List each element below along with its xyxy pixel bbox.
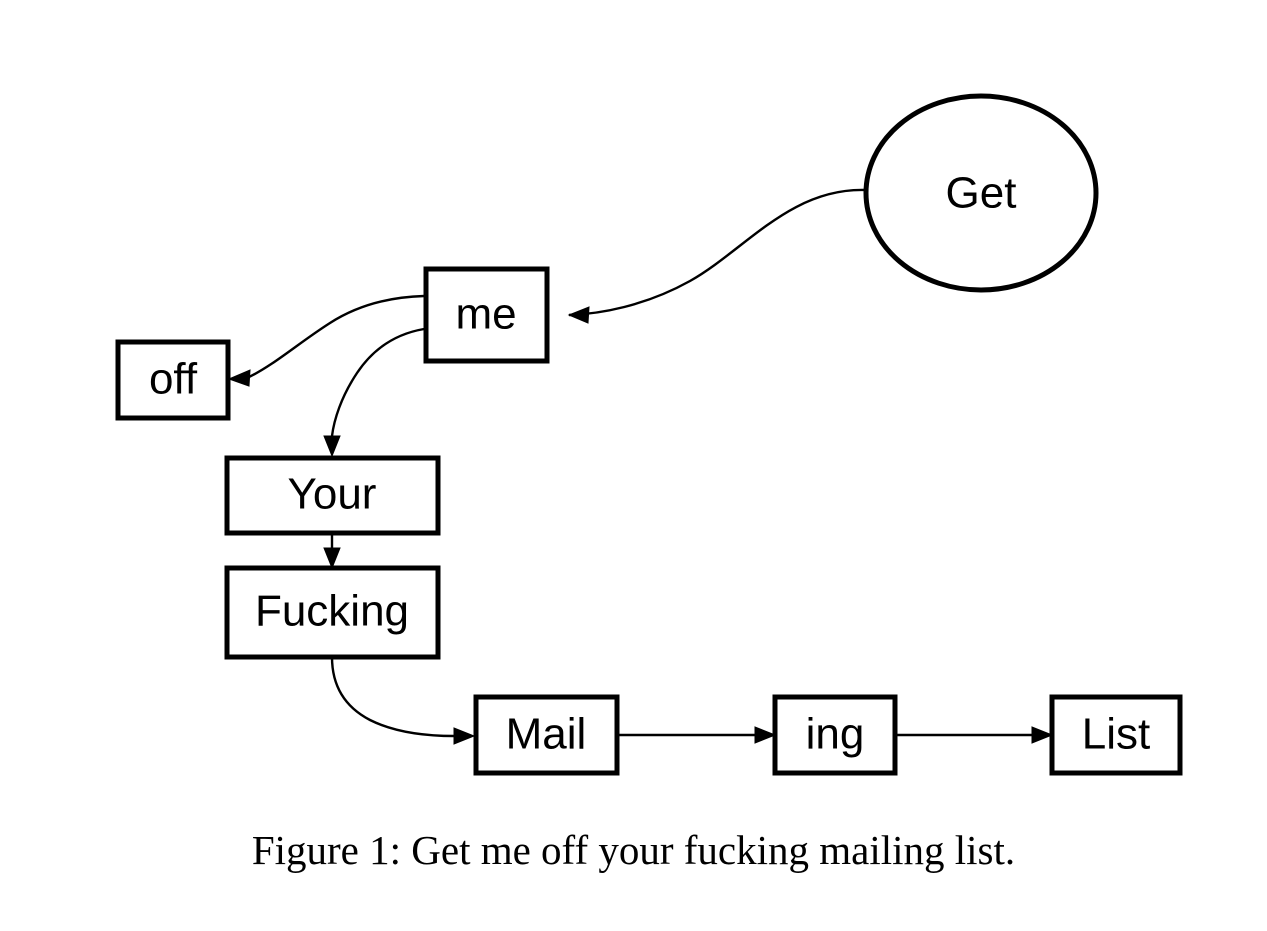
edge-mail-to-ing [619,726,777,744]
edge-mail-to-ing-arrowhead [754,726,777,744]
node-list-shape[interactable] [1049,694,1183,776]
edge-me-to-your-arrowhead [323,435,341,458]
edge-get-to-me-line [568,188,866,317]
edge-me-to-off [227,294,425,387]
edge-fucking-to-mail [330,656,476,745]
node-fucking-label: Fucking [255,587,409,636]
node-fucking-shape[interactable] [224,565,441,660]
node-ing-shape[interactable] [772,694,898,776]
node-me-label: me [455,290,516,339]
node-your-label: Your [288,470,377,519]
node-ing-label: ing [806,710,865,759]
edge-me-to-off-arrowhead [227,369,251,387]
node-mail-shape[interactable] [473,694,620,776]
edge-ing-to-list [897,726,1054,744]
node-get[interactable]: Get [863,93,1099,293]
node-me[interactable]: me [423,266,550,364]
edge-your-to-fucking [323,535,341,570]
figure-caption: Figure 1: Get me off your fucking mailin… [251,827,1016,873]
edge-your-to-fucking-arrowhead [323,547,341,570]
edge-ing-to-list-arrowhead [1031,726,1054,744]
node-off-label: off [149,355,198,404]
edge-get-to-me-arrowhead [567,306,590,324]
node-your[interactable]: Your [224,455,441,536]
edge-fucking-to-mail-line [330,656,455,738]
node-your-shape[interactable] [224,455,441,536]
node-get-label: Get [946,169,1017,218]
node-off[interactable]: off [115,339,231,421]
node-list[interactable]: List [1049,694,1183,776]
node-me-shape[interactable] [423,266,550,364]
edge-fucking-to-mail-arrowhead [453,727,476,745]
node-get-shape[interactable] [863,93,1099,293]
edge-get-to-me [567,188,866,324]
edge-me-to-your-line [330,327,425,437]
node-list-label: List [1082,710,1150,759]
edge-me-to-your [323,327,425,458]
node-mail-label: Mail [506,710,587,759]
edge-me-to-off-line [248,294,425,379]
node-ing[interactable]: ing [772,694,898,776]
node-fucking[interactable]: Fucking [224,565,441,660]
node-off-shape[interactable] [115,339,231,421]
node-mail[interactable]: Mail [473,694,620,776]
